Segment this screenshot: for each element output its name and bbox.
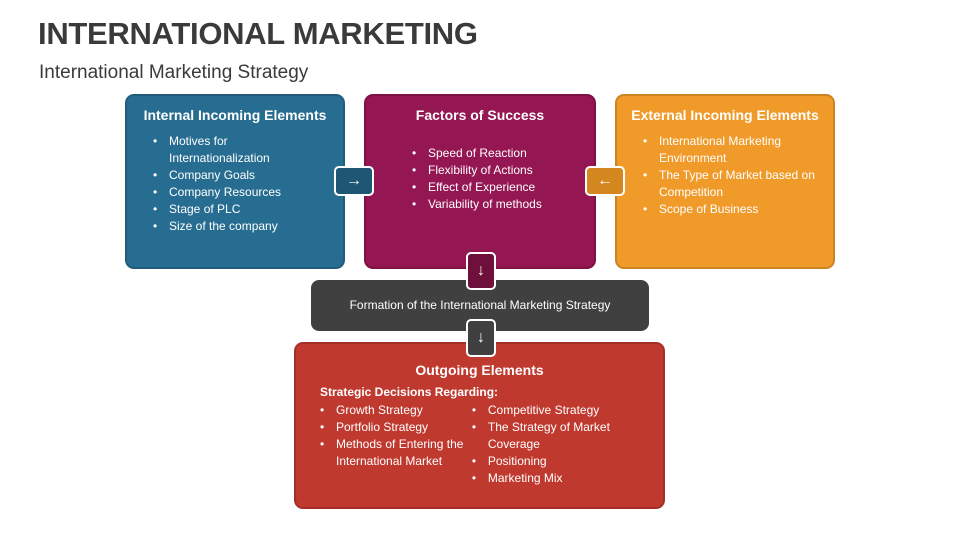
arrow-down-icon: ↓ bbox=[466, 319, 496, 357]
list-item: Marketing Mix bbox=[472, 470, 651, 487]
list-item: The Strategy of Market Coverage bbox=[472, 419, 651, 453]
list-item: Stage of PLC bbox=[153, 201, 331, 218]
external-incoming-box: External Incoming Elements International… bbox=[615, 94, 835, 269]
internal-heading: Internal Incoming Elements bbox=[143, 107, 327, 123]
arrow-right-icon: → bbox=[334, 166, 374, 196]
list-item: International Marketing Environment bbox=[643, 133, 821, 167]
list-item: Motives for Internationalization bbox=[153, 133, 331, 167]
list-item: Growth Strategy bbox=[320, 402, 472, 419]
arrow-down-icon: ↓ bbox=[466, 252, 496, 290]
outgoing-elements-box: Outgoing Elements Strategic Decisions Re… bbox=[294, 342, 665, 509]
list-item: Scope of Business bbox=[643, 201, 821, 218]
internal-incoming-box: Internal Incoming Elements Motives for I… bbox=[125, 94, 345, 269]
arrow-left-icon: ← bbox=[585, 166, 625, 196]
list-item: Company Resources bbox=[153, 184, 331, 201]
list-item: Effect of Experience bbox=[412, 179, 582, 196]
list-item: Size of the company bbox=[153, 218, 331, 235]
page-title: INTERNATIONAL MARKETING bbox=[38, 16, 478, 51]
outgoing-heading: Outgoing Elements bbox=[415, 362, 544, 378]
list-item: Portfolio Strategy bbox=[320, 419, 472, 436]
list-item: Positioning bbox=[472, 453, 651, 470]
list-item: Company Goals bbox=[153, 167, 331, 184]
factors-heading: Factors of Success bbox=[415, 107, 545, 123]
page-subtitle: International Marketing Strategy bbox=[39, 62, 309, 83]
external-heading: External Incoming Elements bbox=[631, 107, 819, 123]
list-item: Variability of methods bbox=[412, 196, 582, 213]
list-item: Speed of Reaction bbox=[412, 145, 582, 162]
list-item: Methods of Entering the International Ma… bbox=[320, 436, 472, 470]
list-item: Flexibility of Actions bbox=[412, 162, 582, 179]
factors-of-success-box: Factors of Success Speed of Reaction Fle… bbox=[364, 94, 596, 269]
list-item: The Type of Market based on Competition bbox=[643, 167, 821, 201]
outgoing-lead: Strategic Decisions Regarding: bbox=[320, 385, 499, 399]
list-item: Competitive Strategy bbox=[472, 402, 651, 419]
